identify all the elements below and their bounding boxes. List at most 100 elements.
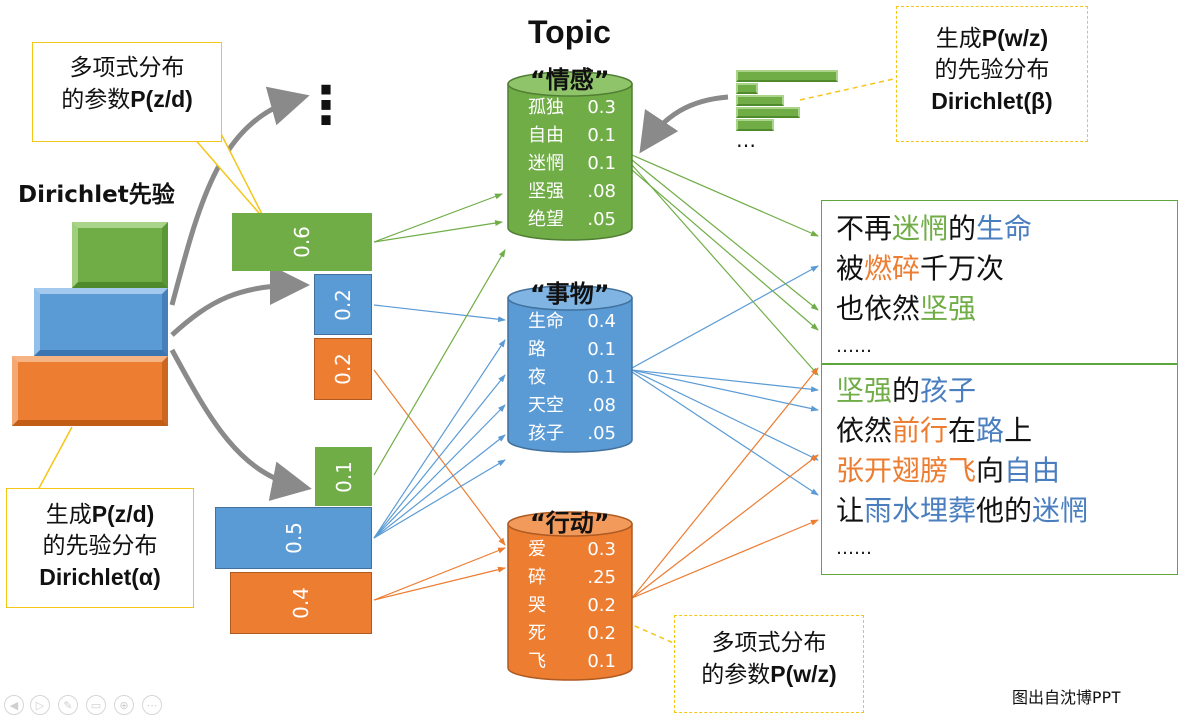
prop-value: 0.2 <box>331 288 355 321</box>
arrow-d2-blue-4 <box>373 434 506 539</box>
topic-title-action: “行动” <box>530 509 610 537</box>
word: 自由 <box>528 125 564 146</box>
arrow-d2-blue-5 <box>373 459 506 539</box>
poem-line: 让雨水埋葬他的迷惘 <box>836 491 1177 531</box>
arrow-t2-p2a <box>631 369 819 393</box>
poem-document-1: 不再迷惘的生命被燃碎千万次也依然坚强 …… <box>821 200 1178 364</box>
poem-segment: 燃碎 <box>864 252 921 285</box>
arrow-d1-green-topic-2 <box>373 220 503 243</box>
callout-line: 的先验分布 <box>42 533 158 559</box>
prev-slide-icon[interactable]: ◀ <box>4 695 24 715</box>
topic-title-emotion: “情感” <box>530 66 610 94</box>
poem-segment: 前行 <box>892 414 949 447</box>
word-prob: 0.1 <box>587 651 616 672</box>
beta-bars-ellipsis: … <box>736 128 756 152</box>
beta-arrow <box>639 94 729 154</box>
prior-block-blue <box>34 288 168 356</box>
arrow-t1-p1b <box>631 159 819 311</box>
poem-segment: 千万次 <box>920 252 1005 285</box>
callout-line: 多项式分布 <box>69 55 185 81</box>
word-prob: 0.1 <box>587 153 616 174</box>
word-row: 飞 0.1 <box>528 648 616 676</box>
word-row: 爱 0.3 <box>528 536 616 564</box>
topic-cylinder-things <box>507 285 633 453</box>
arrow-t2-p2d <box>631 371 819 496</box>
word: 生命 <box>528 311 564 332</box>
word-prob: .05 <box>587 209 616 230</box>
slides-icon[interactable]: ▭ <box>86 695 106 715</box>
poem-document-2: 坚强的孩子依然前行在路上张开翅膀飞向自由让雨水埋葬他的迷惘 …… <box>821 364 1178 575</box>
poem-segment: 在 <box>948 414 977 447</box>
callout-line: 多项式分布 <box>711 630 827 656</box>
arrow-t1-p2a <box>631 164 819 376</box>
zoom-icon[interactable]: ⊕ <box>114 695 134 715</box>
word-prob: .08 <box>587 395 616 416</box>
poem-segment: 向 <box>976 454 1005 487</box>
arrow-t1-p1a <box>631 154 819 237</box>
word-prob: 0.3 <box>587 97 616 118</box>
poem-segment: 的 <box>892 374 921 407</box>
word: 飞 <box>528 651 546 672</box>
poem-segment: 张开翅膀飞 <box>836 454 977 487</box>
poem-line: 被燃碎千万次 <box>836 249 1177 289</box>
word-prob: 0.1 <box>587 339 616 360</box>
prop-value: 0.6 <box>290 226 314 258</box>
callout-line: 的参数P(z/d) <box>33 84 221 116</box>
callout-text: 生成 <box>935 26 982 52</box>
poem-lines: 坚强的孩子依然前行在路上张开翅膀飞向自由让雨水埋葬他的迷惘 <box>836 371 1177 531</box>
callout-line: 生成P(w/z) <box>897 23 1087 55</box>
word: 绝望 <box>528 209 564 230</box>
prior-arrow-middle <box>170 265 310 337</box>
callout-line: 生成P(z/d) <box>7 499 193 531</box>
pen-icon[interactable]: ✎ <box>58 695 78 715</box>
poem-segment: 迷惘 <box>1032 494 1089 527</box>
word: 碎 <box>528 567 546 588</box>
arrow-t2-p2b <box>631 369 819 412</box>
topic-title-things: “事物” <box>530 280 610 308</box>
word-row: 碎 .25 <box>528 564 616 592</box>
word: 爱 <box>528 539 546 560</box>
prop-value: 0.4 <box>289 587 313 619</box>
doc2-prop-orange: 0.4 <box>230 572 372 634</box>
callout-line-bold: Dirichlet(α) <box>39 564 161 590</box>
word-row: 坚强.08 <box>528 178 616 206</box>
poem-line: 也依然坚强 <box>836 289 1177 329</box>
poem-segment: 路 <box>976 414 1005 447</box>
more-icon[interactable]: ⋯ <box>142 695 162 715</box>
word: 迷惘 <box>528 153 564 174</box>
play-icon[interactable]: ▷ <box>30 695 50 715</box>
poem-segment: 他的 <box>976 494 1033 527</box>
poem-segment: 上 <box>1004 414 1033 447</box>
callout-text: 的参数 <box>61 87 131 113</box>
poem-segment: 孩子 <box>920 374 977 407</box>
arrow-t1-p2b <box>631 169 819 331</box>
word-row: 绝望 .05 <box>528 206 616 234</box>
poem-lines: 不再迷惘的生命被燃碎千万次也依然坚强 <box>836 209 1177 329</box>
poem-segment: 雨水埋葬 <box>864 494 977 527</box>
arrow-d2-orange-2 <box>373 566 506 601</box>
poem-ellipsis: …… <box>836 538 872 559</box>
doc1-prop-orange: 0.2 <box>314 338 372 400</box>
word-prob: .25 <box>587 567 616 588</box>
arrow-d2-blue-2 <box>373 374 506 539</box>
callout-line: 的参数P(w/z) <box>675 659 863 691</box>
word-prob: 0.3 <box>587 539 616 560</box>
arrow-t2-p2c <box>631 369 819 461</box>
poem-segment: 的 <box>948 212 977 245</box>
callout-prior-zd: 生成P(z/d) 的先验分布 Dirichlet(α) <box>6 488 194 608</box>
arrow-t3-p2b <box>631 454 819 599</box>
word-prob: 0.1 <box>587 367 616 388</box>
doc1-prop-blue: 0.2 <box>314 274 372 335</box>
callout-prior-wz: 生成P(w/z) 的先验分布 Dirichlet(β) <box>896 6 1088 142</box>
arrow-d2-blue-1 <box>373 339 506 539</box>
poem-segment: 不再 <box>836 212 893 245</box>
arrow-d2-blue-3 <box>373 404 506 539</box>
word-prob: 0.2 <box>587 595 616 616</box>
